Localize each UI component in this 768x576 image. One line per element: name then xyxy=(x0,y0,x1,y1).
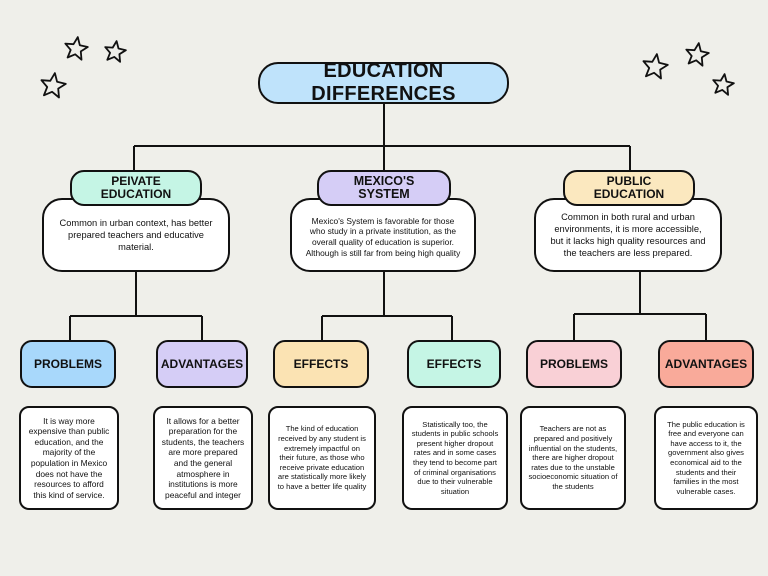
public-problems-text: Teachers are not as prepared and positiv… xyxy=(520,406,626,510)
connector-private-children xyxy=(69,272,203,340)
connector-public-children xyxy=(573,272,707,340)
mexico-effects-text-1: The kind of education received by any st… xyxy=(268,406,376,510)
private-problems-text: It is way more expensive than public edu… xyxy=(19,406,119,510)
public-problems-label: PROBLEMS xyxy=(526,340,622,388)
private-education-header: PEIVATE EDUCATION xyxy=(70,170,202,206)
private-advantages-text: It allows for a better preparation for t… xyxy=(153,406,253,510)
connector-mexico-children xyxy=(321,272,453,340)
mexico-system-description: Mexico's System is favorable for those w… xyxy=(290,198,476,272)
public-advantages-label: ADVANTAGES xyxy=(658,340,754,388)
star-icon xyxy=(712,73,735,96)
star-icon xyxy=(685,42,710,67)
private-problems-label: PROBLEMS xyxy=(20,340,116,388)
private-advantages-label: ADVANTAGES xyxy=(156,340,248,388)
star-icon xyxy=(64,36,89,61)
public-education-description: Common in both rural and urban environme… xyxy=(534,198,722,272)
mexico-effects-text-2: Statistically too, the students in publi… xyxy=(402,406,508,510)
mexico-effects-label-2: EFFECTS xyxy=(407,340,501,388)
public-education-header: PUBLIC EDUCATION xyxy=(563,170,695,206)
diagram-title: EDUCATION DIFFERENCES xyxy=(258,60,509,105)
public-advantages-text: The public education is free and everyon… xyxy=(654,406,758,510)
star-icon xyxy=(104,40,127,63)
mexico-system-header: MEXICO'S SYSTEM xyxy=(317,170,451,206)
private-education-description: Common in urban context, has better prep… xyxy=(42,198,230,272)
star-icon xyxy=(40,72,67,99)
mexico-effects-label-1: EFFECTS xyxy=(273,340,369,388)
star-icon xyxy=(642,53,669,80)
